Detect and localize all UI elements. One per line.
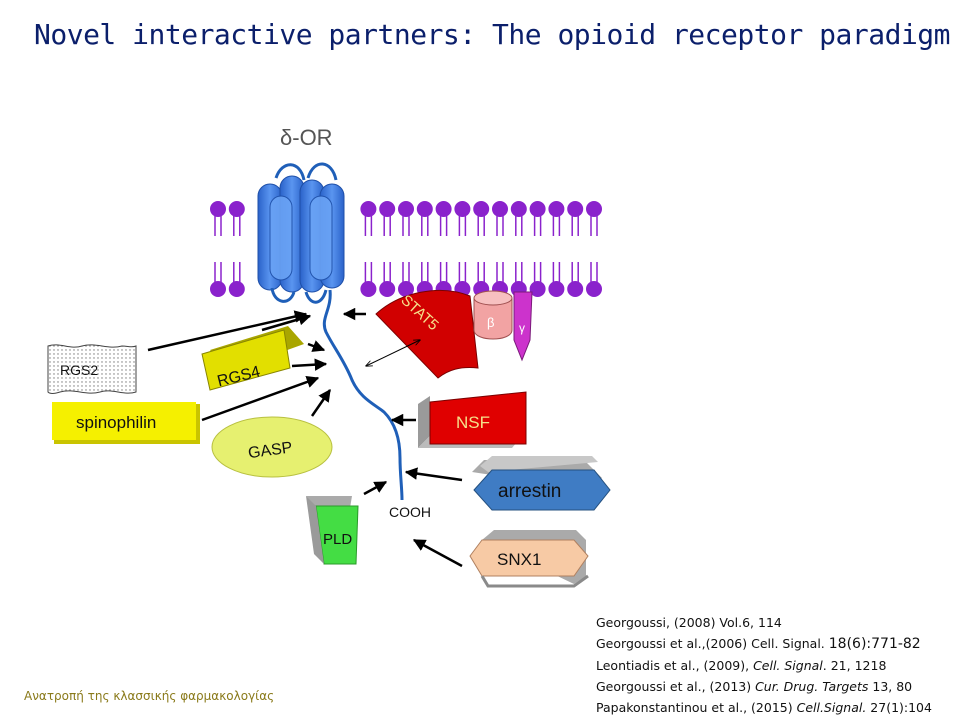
delta-opioid-receptor bbox=[257, 162, 345, 304]
arrow-rgs4-low bbox=[291, 358, 328, 371]
arrestin-label: arrestin bbox=[498, 481, 561, 502]
lipid-head bbox=[529, 201, 546, 217]
beta-label: β bbox=[487, 315, 494, 330]
gasp-protein: GASP bbox=[211, 416, 333, 478]
lipid-head bbox=[586, 281, 602, 297]
rgs2-label: RGS2 bbox=[60, 362, 98, 378]
arrestin-protein: arrestin bbox=[472, 456, 611, 511]
reference-1: Georgoussi, (2008) Vol.6, 114 bbox=[596, 615, 782, 630]
lipid-head bbox=[228, 201, 245, 217]
g-beta-subunit: β bbox=[473, 290, 513, 340]
reference-4: Georgoussi et al., (2013) Cur. Drug. Tar… bbox=[596, 679, 913, 694]
pld-label: PLD bbox=[323, 531, 352, 548]
arrow-rgs2 bbox=[147, 310, 308, 352]
lipid-head bbox=[567, 201, 584, 217]
lipid-head bbox=[228, 281, 245, 297]
rgs4-protein: RGS4 bbox=[201, 326, 304, 391]
lipid-head bbox=[454, 201, 471, 217]
gamma-label: γ bbox=[519, 321, 525, 335]
reference-5: Papakonstantinou et al., (2015) Cell.Sig… bbox=[596, 700, 932, 715]
c-terminal-tail bbox=[322, 289, 404, 501]
arrow-spinophilin bbox=[201, 375, 320, 422]
receptor-label: δ-OR bbox=[280, 125, 333, 150]
nsf-label: NSF bbox=[456, 413, 490, 432]
cooh-label: COOH bbox=[389, 504, 431, 520]
lipid-head bbox=[435, 201, 452, 217]
pld-protein: PLD bbox=[306, 496, 359, 565]
snx1-protein: SNX1 bbox=[469, 530, 589, 588]
lipid-head bbox=[510, 201, 527, 217]
lipid-head bbox=[398, 201, 414, 217]
lipid-head bbox=[210, 201, 226, 217]
lipid-head bbox=[398, 281, 414, 297]
spinophilin-label: spinophilin bbox=[76, 413, 156, 432]
lipid-head bbox=[379, 201, 396, 217]
arrow-stat5-bidirectional bbox=[366, 340, 420, 366]
footer-caption: Ανατροπή της κλασσικής φαρμακολογίας bbox=[24, 689, 275, 703]
arrow-gasp bbox=[310, 388, 332, 417]
lipid-head bbox=[473, 201, 490, 217]
gasp-label: GASP bbox=[247, 439, 293, 462]
lipid-head bbox=[379, 281, 396, 297]
nsf-protein: NSF bbox=[418, 391, 527, 448]
arrow-rgs4-mid bbox=[307, 340, 326, 352]
lipid-head bbox=[360, 281, 377, 297]
stat5-protein: STAT5 bbox=[375, 290, 479, 379]
arrow-arrestin bbox=[404, 467, 463, 482]
snx1-label: SNX1 bbox=[497, 550, 541, 569]
lipid-head bbox=[360, 201, 377, 217]
references: Georgoussi, (2008) Vol.6, 114 Georgoussi… bbox=[596, 612, 932, 718]
lipid-head bbox=[548, 281, 565, 297]
reference-3: Leontiadis et al., (2009), Cell. Signal.… bbox=[596, 658, 887, 673]
lipid-head bbox=[567, 281, 584, 297]
arrow-pld bbox=[363, 480, 388, 496]
g-gamma-subunit: γ bbox=[513, 291, 533, 362]
reference-2: Georgoussi et al.,(2006) Cell. Signal. 1… bbox=[596, 636, 921, 652]
lipid-head bbox=[416, 201, 433, 217]
page-title: Novel interactive partners: The opioid r… bbox=[34, 18, 951, 51]
lipid-head bbox=[529, 281, 546, 297]
lipid-head bbox=[548, 201, 565, 217]
spinophilin-protein: spinophilin bbox=[52, 402, 200, 444]
lipid-head bbox=[210, 281, 226, 297]
arrow-rgs4-top bbox=[261, 313, 312, 332]
interaction-arrows bbox=[147, 307, 463, 568]
rgs2-protein: RGS2 bbox=[47, 344, 137, 394]
arrow-snx1 bbox=[412, 538, 463, 568]
lipid-head bbox=[586, 201, 602, 217]
lipid-head bbox=[492, 201, 508, 217]
